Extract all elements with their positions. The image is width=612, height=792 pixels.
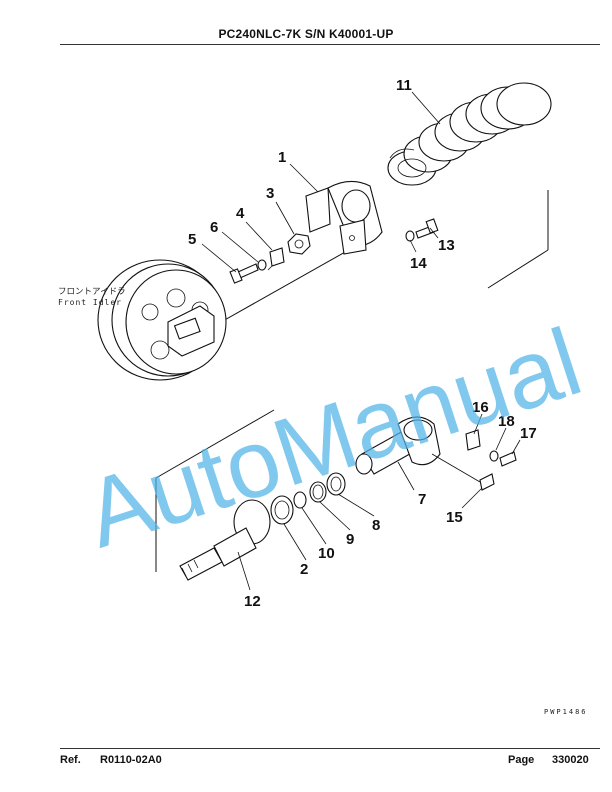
- ring-8: [326, 472, 346, 496]
- callout-15: 15: [446, 509, 463, 526]
- callout-7: 7: [418, 491, 426, 508]
- callout-2: 2: [300, 561, 308, 578]
- label-front-idler-en: Front Idler: [58, 298, 122, 307]
- footer-ref-value: R0110-02A0: [100, 754, 162, 766]
- yoke-bracket: [305, 180, 383, 255]
- footer-page-value: 330020: [552, 754, 589, 766]
- callout-1: 1: [278, 149, 286, 166]
- seal-2: [270, 495, 294, 525]
- washer-18: [489, 450, 499, 462]
- ring-10: [293, 491, 307, 509]
- callout-18: 18: [498, 413, 515, 430]
- ring-9: [309, 481, 327, 503]
- callout-5: 5: [188, 231, 196, 248]
- bolt-13: [415, 218, 439, 239]
- footer-ref-label: Ref.: [60, 754, 81, 766]
- callout-4: 4: [236, 205, 245, 222]
- upper-group-frame: [213, 190, 549, 327]
- lock-plate: [267, 247, 285, 271]
- drawing-code: PWP1486: [544, 708, 588, 716]
- callout-12: 12: [244, 593, 261, 610]
- shaft-12: [179, 499, 271, 581]
- callout-9: 9: [346, 531, 354, 548]
- callout-13: 13: [438, 237, 455, 254]
- callout-6: 6: [210, 219, 218, 236]
- washer-6: [257, 259, 267, 271]
- footer-page-label: Page: [508, 754, 535, 766]
- front-idler-wheel: [97, 259, 227, 381]
- recoil-spring: [387, 82, 552, 186]
- callout-16: 16: [472, 399, 489, 416]
- nut: [287, 233, 311, 255]
- leader-lines: [201, 91, 521, 591]
- bolt-5: [229, 263, 259, 284]
- grease-fitting: [431, 453, 495, 491]
- callout-14: 14: [410, 255, 427, 272]
- idler-shaft-7: [355, 416, 441, 475]
- label-front-idler-jp: フロントアイドラ: [58, 287, 126, 297]
- header-rule: [60, 44, 600, 45]
- callout-11: 11: [396, 77, 412, 94]
- footer-rule: [60, 748, 600, 749]
- plate-16: [465, 429, 481, 451]
- washer-14: [405, 230, 415, 242]
- page-title: PC240NLC-7K S/N K40001-UP: [218, 27, 394, 41]
- callout-3: 3: [266, 185, 274, 202]
- callout-17: 17: [520, 425, 537, 442]
- callout-8: 8: [372, 517, 380, 534]
- lower-group-frame: [155, 409, 275, 572]
- bolt-17: [499, 451, 517, 467]
- callout-labels: 11 1 3 4 6 5 13 14 16 18 17 7 15 8 9 10 …: [188, 77, 537, 610]
- callout-10: 10: [318, 545, 335, 562]
